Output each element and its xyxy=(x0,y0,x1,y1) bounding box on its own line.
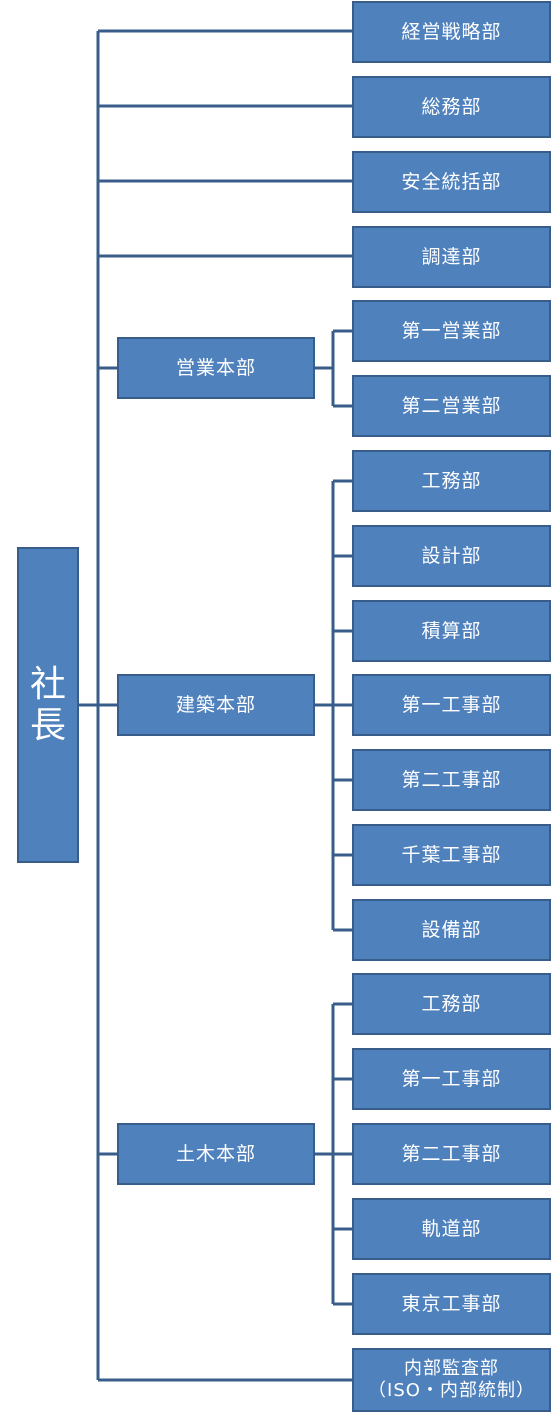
internal-audit-subtitle: （ISO・内部統制） xyxy=(368,1380,535,1401)
internal-audit-title: 内部監査部 xyxy=(404,1358,499,1380)
dept-box-chotatsu: 調達部 xyxy=(352,226,551,288)
division-box-sales: 営業本部 xyxy=(117,337,315,399)
dept-box-arch-5: 第二工事部 xyxy=(352,749,551,811)
dept-box-arch-2: 設計部 xyxy=(352,525,551,587)
dept-box-arch-4: 第一工事部 xyxy=(352,674,551,736)
dept-box-civil-4: 軌道部 xyxy=(352,1198,551,1260)
dept-box-civil-3: 第二工事部 xyxy=(352,1123,551,1185)
dept-box-internal-audit: 内部監査部 （ISO・内部統制） xyxy=(352,1348,551,1412)
division-box-architecture: 建築本部 xyxy=(117,674,315,736)
dept-box-anzen-tokatsu: 安全統括部 xyxy=(352,151,551,213)
dept-box-civil-1: 工務部 xyxy=(352,973,551,1035)
dept-box-arch-3: 積算部 xyxy=(352,600,551,662)
dept-box-civil-2: 第一工事部 xyxy=(352,1048,551,1110)
dept-box-keiei-senryaku: 経営戦略部 xyxy=(352,1,551,63)
dept-box-sales-2: 第二営業部 xyxy=(352,375,551,437)
dept-box-arch-1: 工務部 xyxy=(352,450,551,512)
dept-box-arch-6: 千葉工事部 xyxy=(352,824,551,886)
president-label-char1: 社 xyxy=(29,663,66,705)
dept-box-arch-7: 設備部 xyxy=(352,899,551,961)
division-box-civil: 土木本部 xyxy=(117,1123,315,1185)
president-box: 社 長 xyxy=(17,547,79,863)
dept-box-sales-1: 第一営業部 xyxy=(352,300,551,362)
dept-box-somu: 総務部 xyxy=(352,76,551,138)
president-label-char2: 長 xyxy=(29,705,66,746)
dept-box-civil-5: 東京工事部 xyxy=(352,1273,551,1335)
